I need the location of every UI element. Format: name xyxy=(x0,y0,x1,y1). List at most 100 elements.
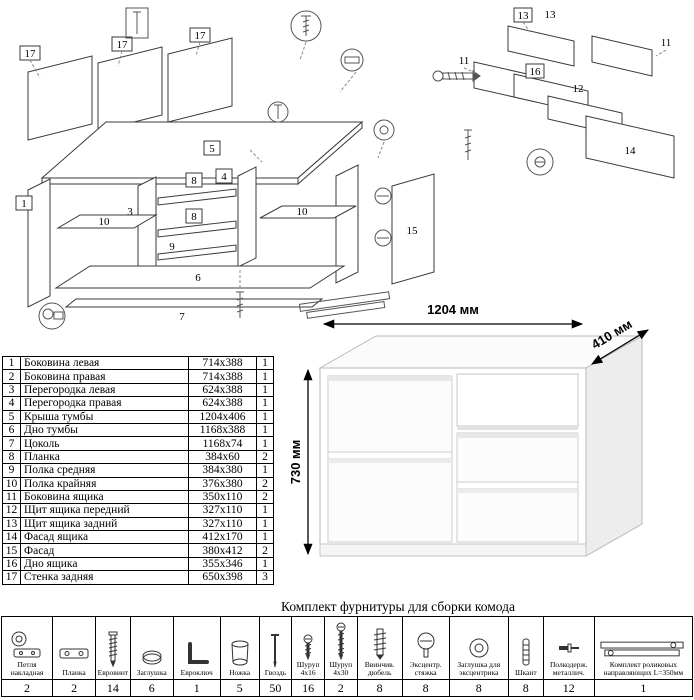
callout-8-b: 8 xyxy=(185,208,203,224)
part-size: 380x412 xyxy=(188,543,257,558)
part-qty: 1 xyxy=(256,369,274,384)
hardware-qty: 8 xyxy=(507,679,544,697)
part-qty: 2 xyxy=(256,476,274,491)
hardware-item-name: Шкант xyxy=(514,667,537,677)
hardware-qty-row: 2 2 14 6 1 5 50 16 2 8 8 8 8 12 1 xyxy=(0,679,694,697)
hardware-qty: 5 xyxy=(219,679,260,697)
part-size: 650x398 xyxy=(188,570,257,585)
exploded-assembly-diagram: 17 17 17 5 1 3 xyxy=(15,7,435,330)
hardware-item-name: Петля накладная xyxy=(10,659,44,677)
hardware-item: Гвоздь xyxy=(258,616,293,680)
hardware-item: Заглушка для эксцентрика xyxy=(448,616,509,680)
callout-13-a: 13 xyxy=(513,7,533,33)
hinge-icon xyxy=(2,620,52,660)
drawer-slide-icon xyxy=(595,620,692,660)
hardware-item-name: Планка xyxy=(62,667,86,677)
eurovint-detail-icon xyxy=(432,70,481,82)
part-name: Дно ящика xyxy=(20,556,189,572)
hardware-qty: 12 xyxy=(542,679,595,697)
width-dimension: 1204 мм xyxy=(322,302,584,329)
part-size: 355x346 xyxy=(188,556,257,572)
hardware-qty: 6 xyxy=(129,679,174,697)
part-qty: 1 xyxy=(256,503,274,518)
part-qty: 2 xyxy=(256,543,274,558)
callout-17-b-label: 17 xyxy=(117,39,129,51)
leader-lines xyxy=(249,41,385,163)
part-name: Перегородка левая xyxy=(20,382,189,398)
screw-4x16-icon xyxy=(292,620,324,660)
part-size: 327x110 xyxy=(188,516,257,532)
wood-dowel-icon xyxy=(509,628,543,668)
drawer-back-panel-13 xyxy=(507,25,575,67)
part-name: Полка средняя xyxy=(20,463,189,478)
hardware-item: Полкодерж. металлич. xyxy=(542,616,595,680)
part-size: 1168x74 xyxy=(188,436,257,451)
hardware-qty: 14 xyxy=(95,679,131,697)
part-qty: 2 xyxy=(256,489,274,505)
shelf-10-right xyxy=(259,205,357,219)
callout-4: 4 xyxy=(215,168,233,184)
shadow xyxy=(457,489,578,493)
part-name: Боковина правая xyxy=(20,369,189,384)
part-number: 10 xyxy=(2,476,21,491)
dresser-3d-view xyxy=(318,335,644,557)
drawer-front xyxy=(456,373,579,427)
part-qty: 1 xyxy=(256,436,274,451)
screw-detail-icon xyxy=(236,270,244,318)
callout-14-label: 14 xyxy=(625,145,637,157)
part-size: 624x388 xyxy=(188,382,257,398)
callout-7-label: 7 xyxy=(179,311,185,323)
callout-16-label: 16 xyxy=(530,66,542,78)
hardware-item: Заглушка xyxy=(129,616,174,680)
drawer-side-panel-11-right xyxy=(591,35,653,77)
hardware-qty: 50 xyxy=(258,679,293,697)
hardware-item-name: Заглушка xyxy=(136,667,167,677)
hardware-qty: 8 xyxy=(448,679,509,697)
hinge-detail-icon xyxy=(38,302,66,330)
shadow xyxy=(457,433,578,438)
hardware-item-name: Полкодерж. металлич. xyxy=(549,659,588,677)
screw-detail-icon xyxy=(290,10,322,42)
callout-15-label: 15 xyxy=(407,225,419,237)
drawer-facade-14 xyxy=(585,115,675,179)
hardware-qty: 8 xyxy=(401,679,450,697)
part-size: 1204x406 xyxy=(188,409,257,424)
hardware-item-name: Евровинт xyxy=(97,667,129,677)
callout-8-b-label: 8 xyxy=(191,211,197,223)
callout-8-a: 8 xyxy=(185,172,203,188)
screw-in-dowel-icon xyxy=(358,620,402,660)
shadow xyxy=(328,376,452,381)
callout-17-a-label: 17 xyxy=(25,48,37,60)
part-qty: 1 xyxy=(256,530,274,545)
part-number: 14 xyxy=(2,530,21,545)
screw-detail-icon xyxy=(267,101,289,123)
callout-3-label: 3 xyxy=(127,206,133,218)
screw-detail-icon xyxy=(464,129,472,160)
width-dimension-label: 1204 мм xyxy=(427,302,479,317)
plank-8-lower xyxy=(157,220,237,238)
hardware-item: Шкант xyxy=(507,616,544,680)
divider-panel-4 xyxy=(237,166,257,268)
back-panels-17 xyxy=(27,37,233,141)
shadow xyxy=(457,426,578,430)
hardware-table: Петля накладная Планка Евровинт xyxy=(0,616,694,697)
dowel-detail-icon xyxy=(340,48,364,72)
callout-8-a-label: 8 xyxy=(191,175,197,187)
hardware-item: Ножка xyxy=(219,616,260,680)
cap-icon xyxy=(131,628,173,668)
leader-lines xyxy=(463,49,667,75)
callout-12-label: 12 xyxy=(573,83,584,95)
part-name: Щит ящика передний xyxy=(20,503,189,518)
part-number: 9 xyxy=(2,463,21,478)
part-number: 17 xyxy=(2,570,21,585)
